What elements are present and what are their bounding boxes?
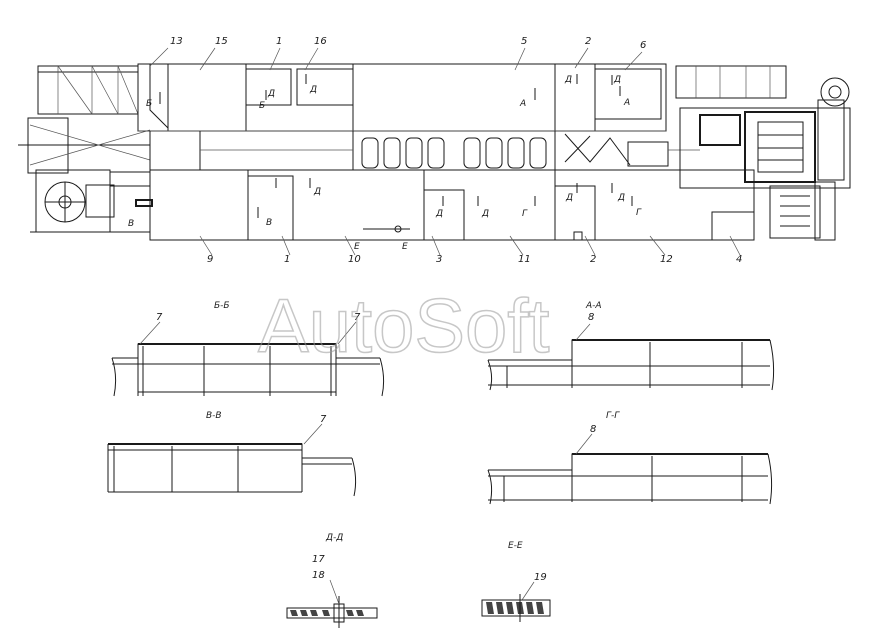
callout-7-vv: 7 [320, 414, 327, 425]
callout-17: 17 [312, 554, 325, 565]
callout-10: 10 [348, 254, 361, 265]
callout-19: 19 [534, 572, 547, 583]
title-section-gg: Г-Г [606, 411, 620, 421]
mark-d-8: Д [565, 193, 573, 203]
mark-a-2: А [623, 98, 630, 108]
mark-d-5: Д [313, 187, 321, 197]
engine-unit [675, 65, 851, 241]
upper-compartments [137, 63, 667, 132]
callout-2-bottom: 2 [590, 254, 596, 265]
mark-a-1: А [519, 99, 526, 109]
cylinder-set-1 [361, 137, 445, 169]
mark-d-2: Д [309, 85, 317, 95]
callout-1-top: 1 [276, 36, 282, 47]
callout-7-bb-right: 7 [354, 312, 361, 323]
section-dd [286, 579, 378, 628]
callout-18: 18 [312, 570, 325, 581]
mark-d-6: Д [435, 209, 443, 219]
mark-e-1: Е [354, 242, 360, 252]
mark-d-7: Д [481, 209, 489, 219]
callout-12: 12 [660, 254, 673, 265]
cylinder-set-2 [463, 137, 547, 169]
title-section-vv: В-В [206, 411, 222, 421]
plan-view [18, 63, 851, 241]
callout-8-aa: 8 [588, 312, 594, 323]
callout-4: 4 [736, 254, 742, 265]
mark-d-3: Д [564, 75, 572, 85]
callout-6: 6 [640, 40, 646, 51]
mark-v-1: В [128, 219, 134, 229]
callout-8-gg: 8 [590, 424, 596, 435]
callout-16: 16 [314, 36, 327, 47]
section-aa [487, 323, 775, 391]
callout-11: 11 [518, 254, 531, 265]
mark-d-1: Д [267, 89, 275, 99]
callout-7-bb-left: 7 [156, 312, 163, 323]
mark-b-1: Б [146, 99, 152, 109]
callout-13: 13 [170, 36, 183, 47]
mark-b-2: Б [259, 101, 265, 111]
middle-equipment [149, 131, 700, 170]
lower-compartments [149, 169, 755, 241]
section-gg [487, 433, 773, 505]
callout-3: 3 [436, 254, 442, 265]
section-ee [481, 581, 551, 622]
section-vv [107, 423, 357, 497]
section-bb [111, 321, 385, 397]
callout-9: 9 [207, 254, 213, 265]
mark-d-4: Д [613, 75, 621, 85]
section-arrows [159, 74, 633, 218]
title-section-dd: Д-Д [325, 533, 343, 543]
boom-structure [18, 65, 153, 233]
mark-v-2: В [266, 218, 272, 228]
mark-g-2: Г [636, 208, 642, 218]
title-section-bb: Б-Б [214, 301, 230, 311]
mark-g-1: Г [522, 209, 528, 219]
title-section-aa: А-А [585, 301, 602, 311]
title-section-ee: Е-Е [508, 541, 523, 551]
callout-leaders [149, 47, 741, 256]
watermark: AutoSoft [258, 284, 550, 369]
callout-15: 15 [215, 36, 228, 47]
callout-1-bottom: 1 [284, 254, 290, 265]
callout-5: 5 [521, 36, 527, 47]
mark-d-9: Д [617, 193, 625, 203]
mark-e-2: Е [402, 242, 408, 252]
callout-2-top: 2 [585, 36, 591, 47]
